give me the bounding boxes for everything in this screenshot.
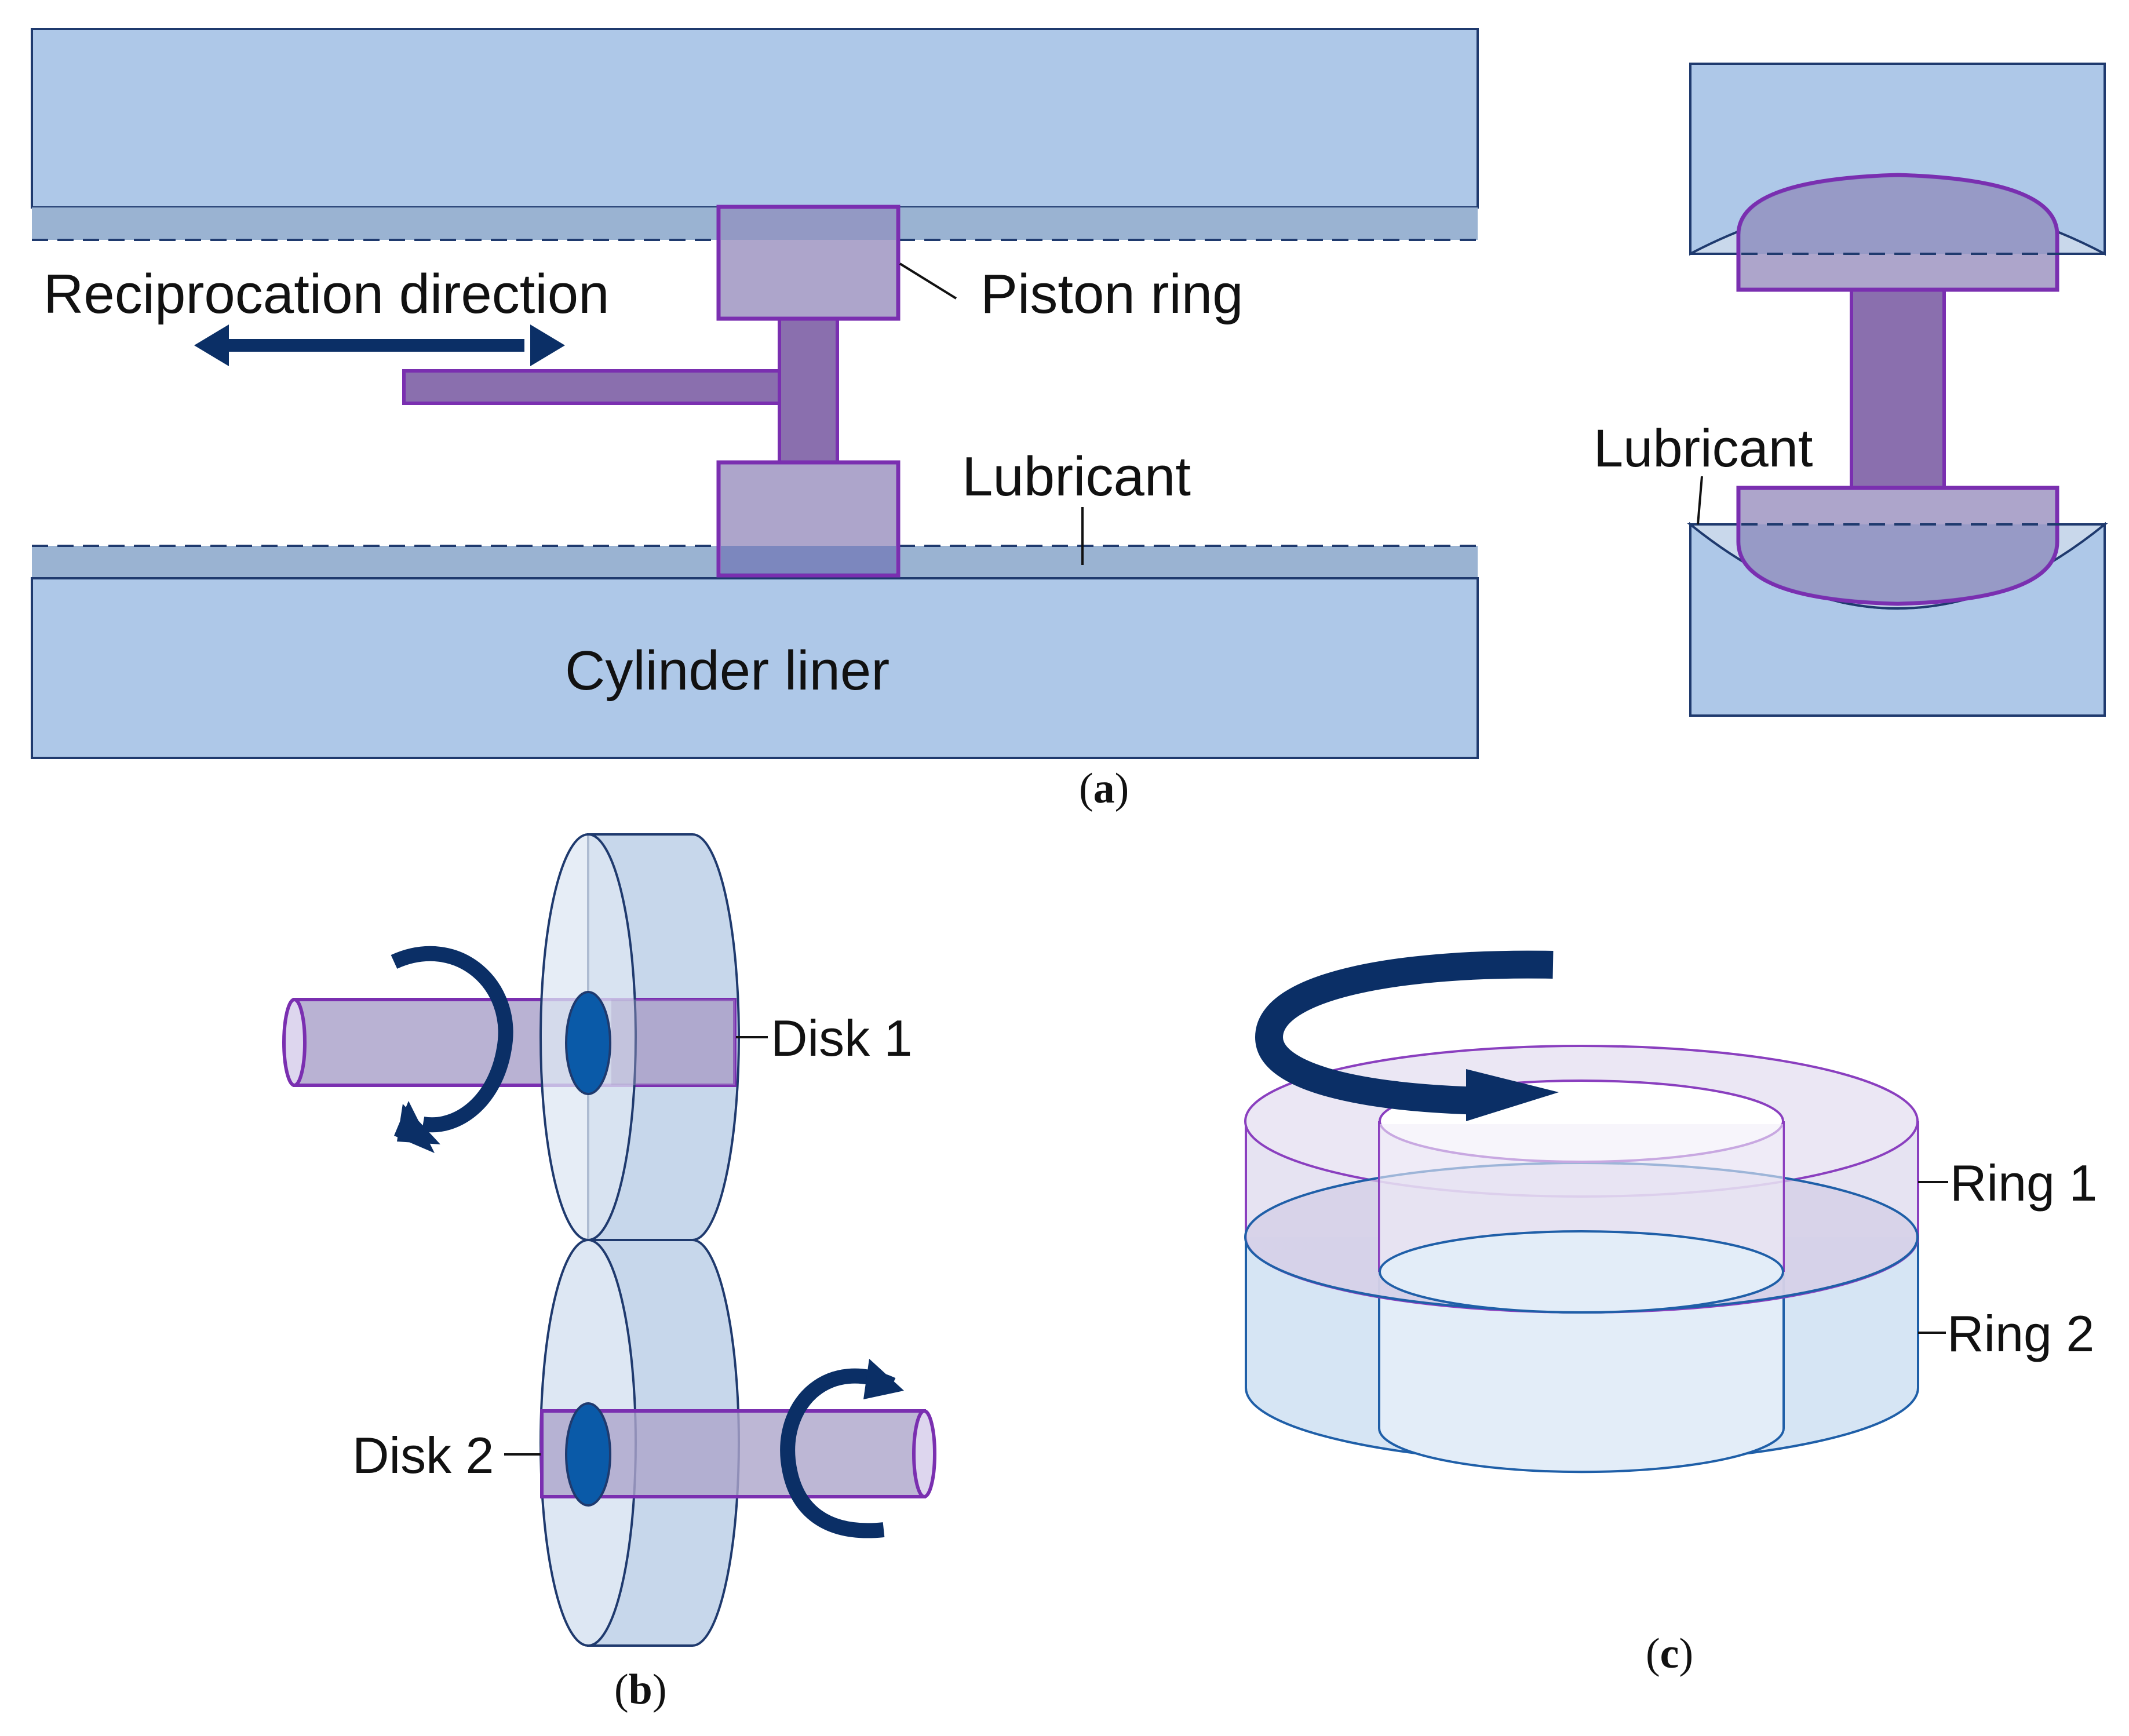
- disk2-hub: [565, 1402, 611, 1507]
- side-overlap-lower: [1740, 524, 2055, 602]
- shaft1-front: [611, 1000, 735, 1085]
- caption-c: (c): [1646, 1630, 1693, 1677]
- side-ring-connector: [1850, 288, 1946, 491]
- ring1-bore: [1378, 1121, 1785, 1272]
- ring2-label: Ring 2: [1947, 1305, 2094, 1362]
- reciprocation-label: Reciprocation direction: [43, 263, 610, 325]
- ring2-bore: [1378, 1272, 1785, 1474]
- piston-rod: [402, 369, 782, 405]
- rotation-arrow-icon: [780, 1359, 904, 1538]
- upper-block: [31, 28, 1479, 209]
- rotation-arrow-icon: [1255, 950, 1559, 1121]
- disk1-label: Disk 1: [771, 1009, 913, 1067]
- cylinder-liner: [31, 577, 1479, 759]
- panel-a: Reciprocation direction Piston ring Lubr…: [31, 28, 1479, 759]
- shaft2-end: [912, 1409, 936, 1498]
- piston-ring-leader: [899, 262, 957, 300]
- disk2-label: Disk 2: [352, 1427, 494, 1484]
- shaft1-end: [282, 998, 307, 1087]
- disk1-hub: [565, 991, 611, 1095]
- ring-connector: [778, 316, 839, 464]
- panel-a-side: Lubricant: [1594, 63, 2108, 717]
- caption-b: (b): [614, 1666, 666, 1713]
- side-overlap-upper: [1740, 177, 2055, 254]
- rotation-arrow-icon: [391, 946, 513, 1153]
- ring-film-overlap-lower: [721, 546, 896, 574]
- side-lubricant-leader: [1697, 476, 1703, 525]
- side-piston-ring-lower: [1736, 486, 2059, 606]
- lubricant-label: Lubricant: [962, 446, 1191, 508]
- caption-a: (a): [1079, 765, 1129, 812]
- ring-film-overlap-upper: [721, 209, 896, 240]
- side-lubricant-label: Lubricant: [1594, 419, 1813, 478]
- shaft1-body: [293, 998, 737, 1087]
- panel-c: Ring 1 Ring 2: [1244, 950, 2097, 1474]
- piston-ring-label: Piston ring: [980, 263, 1244, 325]
- side-piston-ring-upper: [1736, 173, 2059, 292]
- ring1-label: Ring 1: [1950, 1154, 2097, 1212]
- panel-b: Disk 1 Disk 2: [282, 833, 936, 1647]
- cylinder-liner-label: Cylinder liner: [565, 640, 889, 702]
- double-arrow-icon: [194, 324, 565, 366]
- ring2-bore-top-front: [1379, 1230, 1784, 1314]
